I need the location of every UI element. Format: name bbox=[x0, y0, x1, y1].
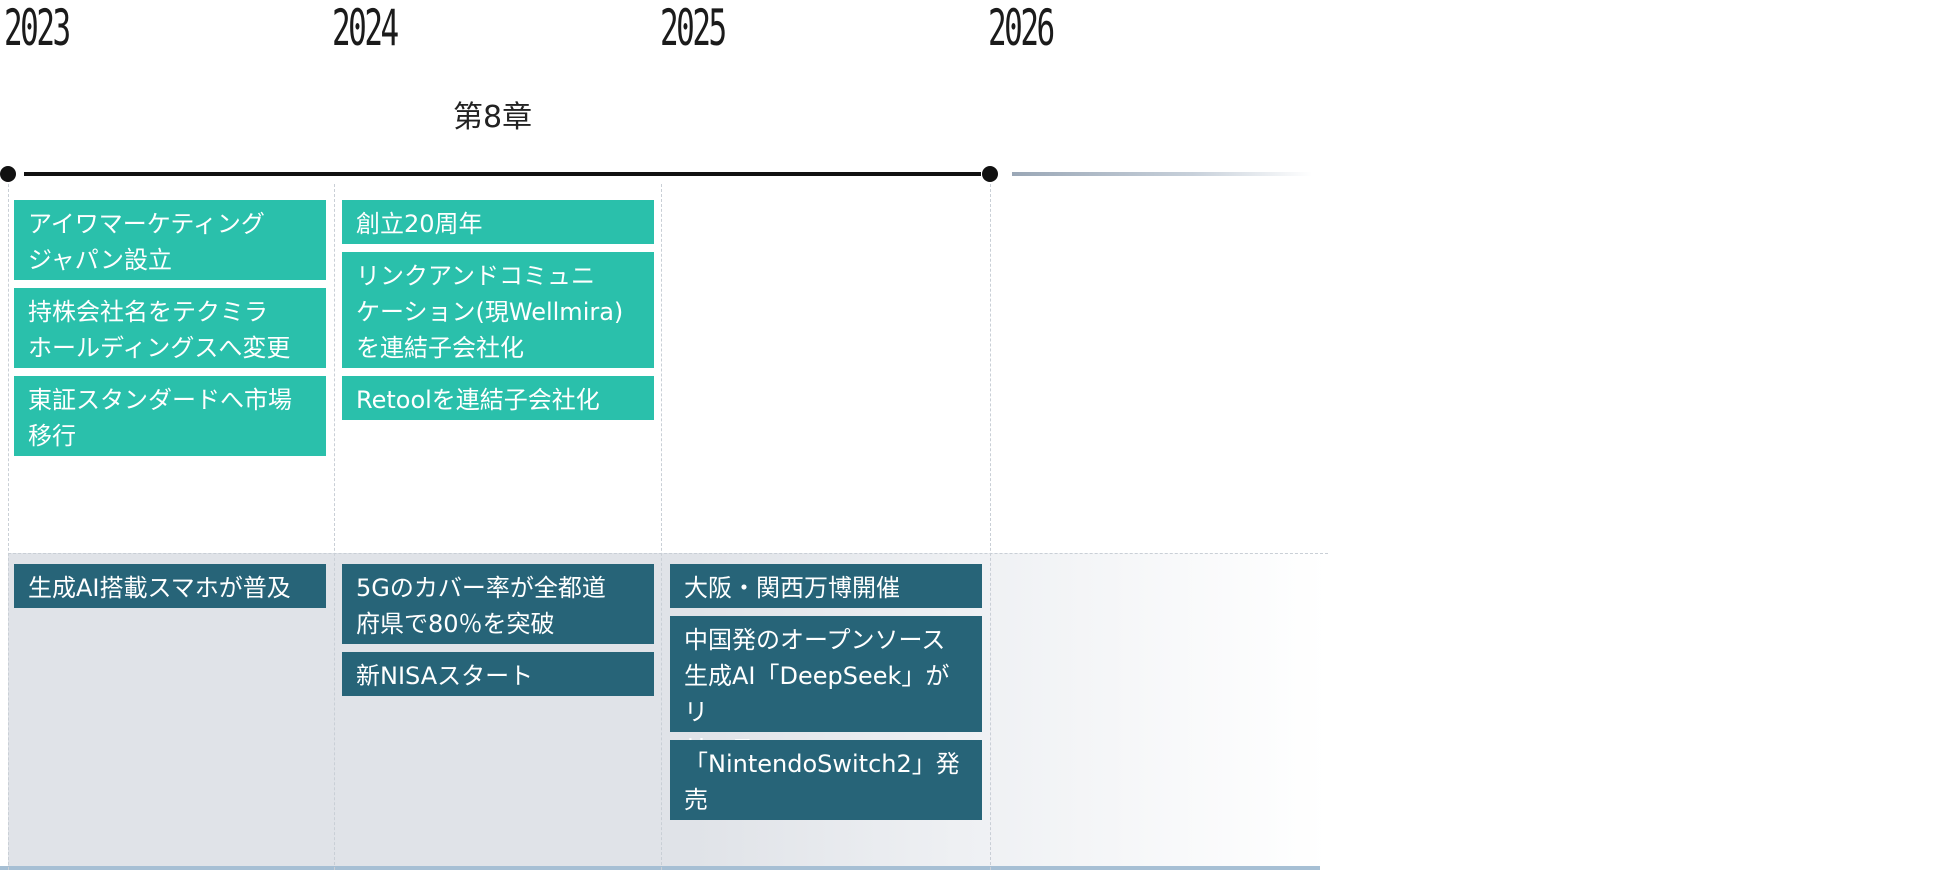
history-timeline: 2023 2024 2025 2026 第8章 アイワマーケティング ジャパン設… bbox=[0, 0, 1328, 870]
year-label-2025: 2025 bbox=[660, 0, 727, 57]
company-event-card: 東証スタンダードへ市場 移行 bbox=[14, 376, 326, 456]
year-gridline-2026 bbox=[990, 184, 991, 870]
company-event-text: 東証スタンダードへ市場 移行 bbox=[28, 386, 292, 450]
world-event-text: 「NintendoSwitch2」発 売 bbox=[684, 750, 960, 814]
world-event-card: 新NISAスタート bbox=[342, 652, 654, 696]
year-label-2024: 2024 bbox=[332, 0, 399, 57]
company-event-text: Retoolを連結子会社化 bbox=[356, 386, 600, 414]
company-event-card: Retoolを連結子会社化 bbox=[342, 376, 654, 420]
timeline-bottom-rule bbox=[0, 866, 1320, 870]
year-label-2026: 2026 bbox=[988, 0, 1055, 57]
company-event-text: 創立20周年 bbox=[356, 210, 483, 238]
year-gridline-2023 bbox=[8, 184, 9, 870]
company-event-card: 持株会社名をテクミラ ホールディングスへ変更 bbox=[14, 288, 326, 368]
company-event-text: アイワマーケティング ジャパン設立 bbox=[28, 210, 265, 274]
band-divider bbox=[8, 553, 1328, 554]
world-event-text: 大阪・関西万博開催 bbox=[684, 574, 900, 602]
timeline-axis-line bbox=[24, 172, 981, 176]
chapter-label: 第8章 bbox=[453, 100, 533, 135]
world-event-text: 5Gのカバー率が全都道 府県で80％を突破 bbox=[356, 574, 606, 638]
world-event-card: 生成AI搭載スマホが普及 bbox=[14, 564, 326, 608]
year-gridline-2025 bbox=[661, 184, 662, 870]
year-label-2023: 2023 bbox=[4, 0, 71, 57]
world-event-text: 新NISAスタート bbox=[356, 662, 534, 690]
world-event-card: 「NintendoSwitch2」発 売 bbox=[670, 740, 982, 820]
world-event-card: 中国発のオープンソース 生成AI「DeepSeek」がリ リース bbox=[670, 616, 982, 762]
world-event-card: 5Gのカバー率が全都道 府県で80％を突破 bbox=[342, 564, 654, 644]
company-event-card: 創立20周年 bbox=[342, 200, 654, 244]
company-event-card: リンクアンドコミュニ ケーション(現Wellmira) を連結子会社化 bbox=[342, 252, 654, 368]
timeline-start-dot bbox=[0, 166, 16, 182]
timeline-future-line bbox=[1012, 172, 1312, 176]
company-event-card: アイワマーケティング ジャパン設立 bbox=[14, 200, 326, 280]
world-event-card: 大阪・関西万博開催 bbox=[670, 564, 982, 608]
year-gridline-2024 bbox=[334, 184, 335, 870]
timeline-end-dot bbox=[982, 166, 998, 182]
world-event-text: 生成AI搭載スマホが普及 bbox=[28, 574, 291, 602]
company-event-text: リンクアンドコミュニ ケーション(現Wellmira) を連結子会社化 bbox=[356, 262, 624, 362]
company-event-text: 持株会社名をテクミラ ホールディングスへ変更 bbox=[28, 298, 291, 362]
